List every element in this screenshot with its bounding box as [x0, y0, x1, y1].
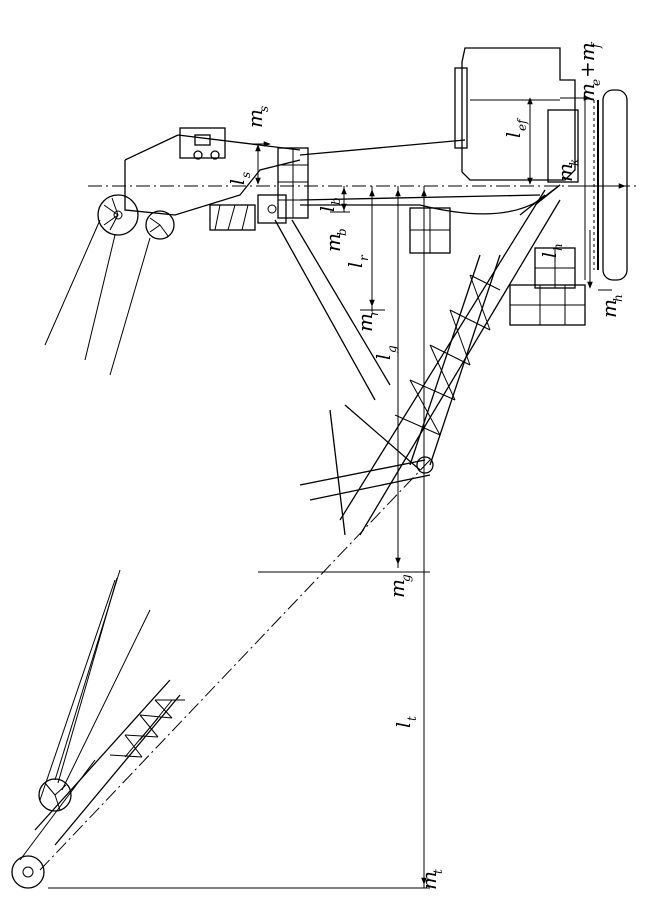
- vertical-reference-lines: [343, 186, 425, 888]
- svg-text:m: m: [353, 313, 377, 332]
- label-l-s: l s: [227, 172, 253, 185]
- svg-text:s: s: [257, 106, 271, 112]
- svg-text:t: t: [431, 869, 445, 874]
- svg-text:m: m: [575, 83, 599, 102]
- svg-text:r: r: [357, 254, 371, 261]
- label-l-ef: l ef: [503, 117, 529, 138]
- hoist-ropes: [44, 219, 151, 376]
- label-l-g: l g: [373, 345, 399, 360]
- label-l-b: l b: [317, 197, 343, 212]
- svg-text:h: h: [611, 294, 625, 302]
- svg-text:m: m: [321, 233, 345, 252]
- crawler-track: [584, 89, 628, 281]
- svg-text:m: m: [553, 163, 577, 182]
- label-m-b: m b: [321, 228, 349, 252]
- svg-text:ef: ef: [515, 117, 529, 131]
- svg-text:f: f: [589, 41, 603, 49]
- svg-text:g: g: [399, 574, 413, 582]
- svg-text:l: l: [503, 132, 525, 138]
- label-m-s: m s: [243, 106, 271, 128]
- svg-text:b: b: [329, 197, 343, 205]
- boom-point-sheaves: [97, 194, 175, 240]
- label-l-t: l t: [393, 716, 419, 728]
- label-l-r: l r: [345, 254, 371, 268]
- label-l-h: l h: [539, 243, 565, 258]
- svg-text:r: r: [367, 309, 381, 316]
- label-m-h: m h: [597, 294, 625, 318]
- label-m-e-plus-m-f: m e +m f: [575, 41, 603, 102]
- boom-pendant-ropes: [39, 569, 151, 801]
- svg-text:t: t: [405, 716, 419, 721]
- svg-text:m: m: [417, 871, 441, 890]
- svg-text:s: s: [239, 172, 253, 178]
- extension-lines: [48, 211, 612, 889]
- svg-text:l: l: [393, 722, 415, 728]
- svg-text:g: g: [385, 345, 399, 353]
- boom-foot-machinery: [509, 247, 586, 326]
- svg-text:+m: +m: [575, 42, 599, 78]
- svg-text:l: l: [539, 252, 561, 258]
- dimension-arrows: [250, 95, 626, 885]
- label-m-r: m r: [353, 309, 381, 332]
- svg-text:l: l: [373, 354, 395, 360]
- label-m-g: m g: [385, 574, 413, 598]
- main-boom: [299, 184, 561, 536]
- svg-text:l: l: [345, 262, 367, 268]
- svg-text:l: l: [227, 179, 249, 185]
- gantry-ladder: [209, 147, 451, 254]
- counterweight-box: [454, 47, 579, 183]
- label-m-t: m t: [417, 869, 445, 890]
- svg-text:m: m: [243, 109, 267, 128]
- svg-text:k: k: [567, 159, 581, 166]
- label-m-k: m k: [553, 159, 581, 182]
- svg-text:e: e: [589, 79, 603, 86]
- svg-text:m: m: [385, 579, 409, 598]
- svg-text:l: l: [317, 206, 339, 212]
- svg-text:b: b: [335, 228, 349, 236]
- boom-struts: [274, 194, 541, 401]
- a-frame: [124, 127, 301, 216]
- upper-frame: [299, 139, 561, 215]
- svg-text:h: h: [551, 243, 565, 251]
- svg-text:m: m: [597, 299, 621, 318]
- boom-tip-section: [11, 679, 185, 889]
- boom-axis-line: [39, 459, 431, 871]
